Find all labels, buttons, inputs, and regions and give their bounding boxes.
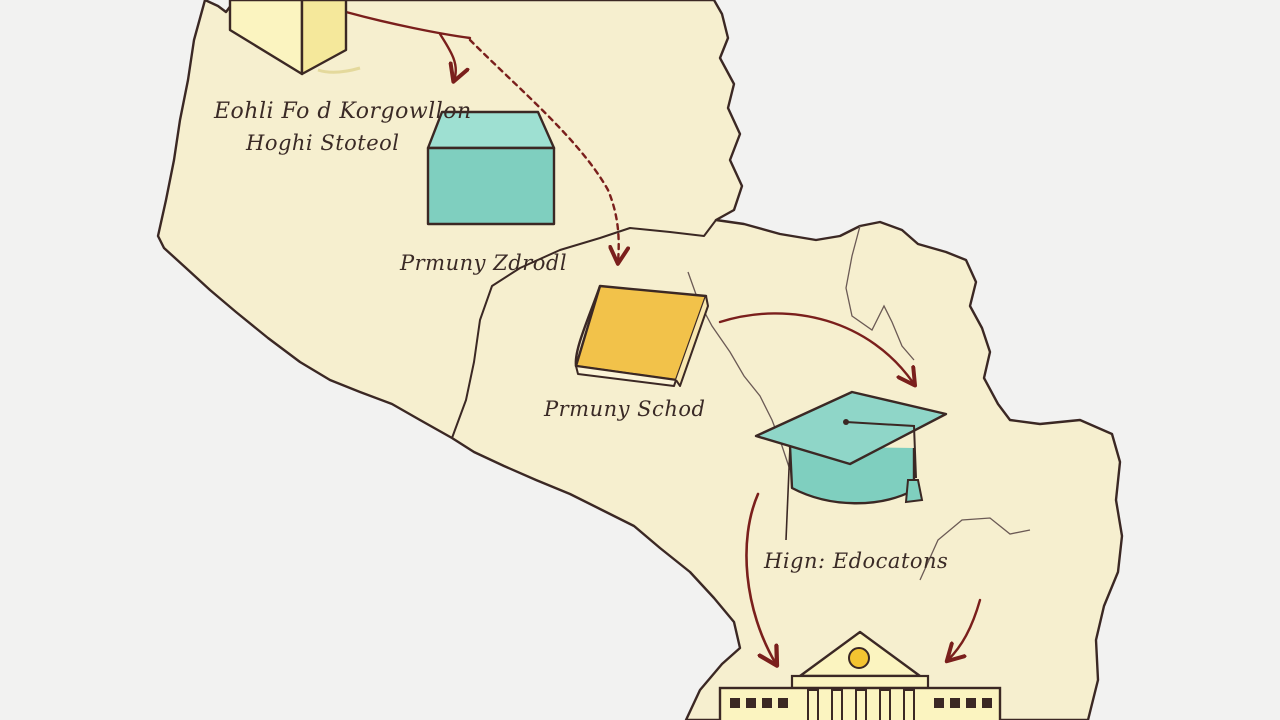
arrow-cap-to-building-right xyxy=(948,598,982,660)
arrow-book-to-cap xyxy=(718,312,914,384)
inner-border-line xyxy=(451,219,717,439)
label-higher-education: Hign: Edocatons xyxy=(763,549,948,573)
label-primary-middle: Prmuny Schod xyxy=(543,397,705,421)
cube-icon xyxy=(228,0,361,76)
box-icon xyxy=(426,110,556,226)
label-top-line2: Hoghi Stoteol xyxy=(245,131,400,155)
label-primary-upper: Prmuny Zdrodl xyxy=(399,251,567,275)
university-building-icon xyxy=(718,630,1002,720)
arrow-cap-to-building-left xyxy=(745,492,776,664)
river-line-east xyxy=(845,225,915,361)
label-top-line1: Eohli Fo d Korgowllon xyxy=(213,99,472,124)
arrow-cube-to-box xyxy=(344,10,470,80)
graduation-cap-icon xyxy=(754,390,948,541)
arrow-dashed-to-book xyxy=(468,38,619,262)
book-icon xyxy=(574,284,709,387)
hill-line xyxy=(919,517,1031,581)
